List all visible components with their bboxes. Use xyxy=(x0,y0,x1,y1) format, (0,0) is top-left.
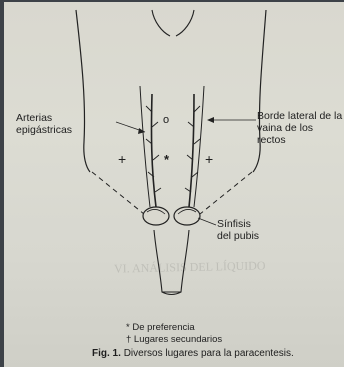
artery-right xyxy=(189,94,194,207)
marker-left-secondary: + xyxy=(118,153,126,165)
label-symphysis: Sínfisis del pubis xyxy=(217,218,259,242)
label-epigastric-line1: Arterias xyxy=(16,112,72,124)
pointer-symphysis xyxy=(198,218,216,225)
marker-right-secondary: + xyxy=(205,153,213,165)
rib-right xyxy=(176,10,194,36)
inguinal-line-right xyxy=(200,172,252,214)
abdomen-illustration xyxy=(4,2,344,367)
figure-caption: Fig. 1. Diversos lugares para la paracen… xyxy=(92,348,294,360)
torso-right-outline xyxy=(253,10,266,172)
inguinal-line-left xyxy=(92,172,144,214)
genital-outline xyxy=(154,230,189,292)
artery-left xyxy=(151,94,156,207)
rib-left xyxy=(152,10,170,36)
label-symphysis-line2: del pubis xyxy=(217,230,259,242)
label-rectus-line2: vaina de los rectos xyxy=(257,122,344,146)
caption-number: Fig. 1. xyxy=(92,348,121,359)
torso-left-outline xyxy=(76,10,90,172)
marker-upper: o xyxy=(163,114,169,126)
label-epigastric-arteries: Arterias epigástricas xyxy=(16,112,72,136)
label-symphysis-line1: Sínfisis xyxy=(217,218,259,230)
label-epigastric-line2: epigástricas xyxy=(16,124,72,136)
legend-secondary: † Lugares secundarios xyxy=(126,334,222,345)
caption-text: Diversos lugares para la paracentesis. xyxy=(124,348,294,359)
label-rectus-line1: Borde lateral de la xyxy=(257,110,344,122)
label-rectus-border: Borde lateral de la vaina de los rectos xyxy=(257,110,344,146)
book-page: VI. ANÁLISIS DEL LÍQUIDO xyxy=(4,2,344,367)
rectus-border-left xyxy=(140,86,150,207)
rectus-border-right xyxy=(194,86,204,207)
legend-preferred: * De preferencia xyxy=(126,322,195,333)
marker-center-preferred: * xyxy=(164,154,169,166)
